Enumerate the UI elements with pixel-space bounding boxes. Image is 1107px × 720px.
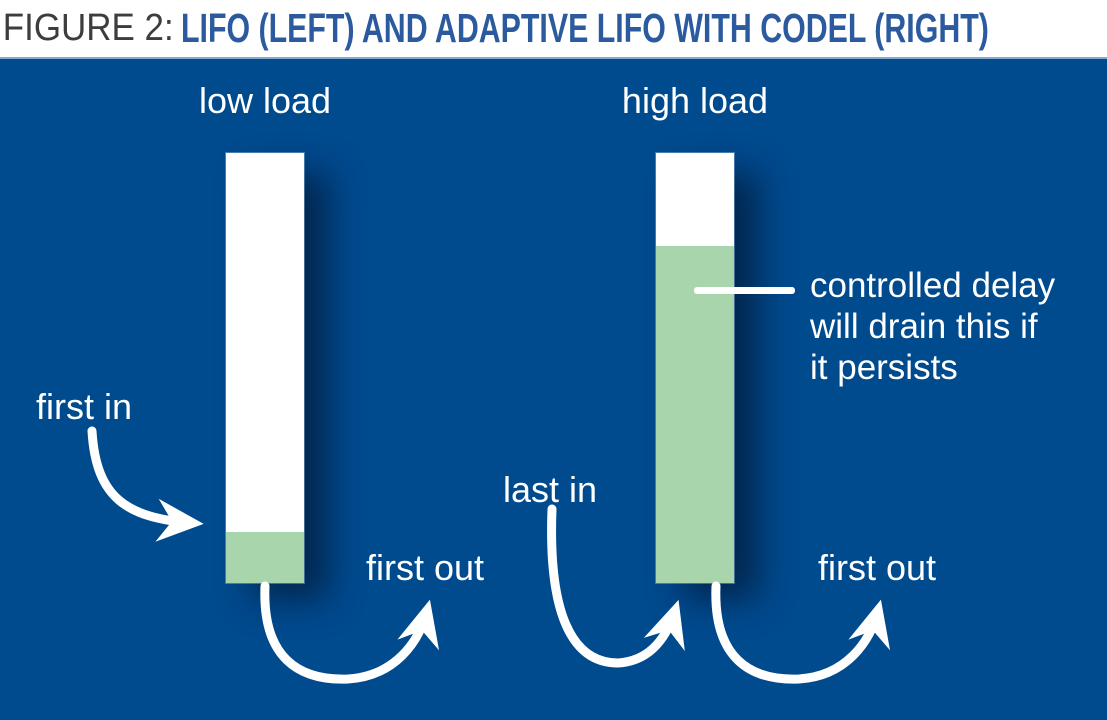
first-in-label: first in (36, 386, 133, 427)
figure-title: LIFO (LEFT) AND ADAPTIVE LIFO WITH CODEL… (180, 5, 989, 51)
first-out-arrow-left (260, 581, 440, 684)
annotation-line-3: it persists (810, 348, 958, 387)
first-out-arrow-right (711, 581, 891, 684)
first-out-label-right: first out (818, 547, 937, 588)
lifo-queue-bar (225, 152, 305, 584)
controlled-delay-annotation: controlled delay will drain this if it p… (810, 265, 1107, 388)
high-load-label: high load (621, 80, 769, 121)
callout-connector-line (694, 287, 795, 294)
figure-label: FIGURE 2: (2, 7, 174, 49)
annotation-line-2: will drain this if (810, 307, 1038, 346)
codel-queue-packets (656, 246, 734, 583)
first-in-arrow (87, 426, 204, 542)
codel-queue-bar (655, 152, 735, 584)
low-load-label: low load (198, 80, 332, 121)
flow-arrows (87, 426, 891, 684)
first-out-label-left: first out (366, 547, 485, 588)
figure-caption: FIGURE 2: LIFO (LEFT) AND ADAPTIVE LIFO … (0, 0, 1107, 57)
lifo-queue-packets (226, 532, 304, 583)
last-in-arrow (547, 504, 685, 668)
diagram-panel: low load first in first out high load la… (0, 57, 1107, 720)
last-in-label: last in (503, 469, 598, 510)
annotation-line-1: controlled delay (810, 266, 1056, 305)
